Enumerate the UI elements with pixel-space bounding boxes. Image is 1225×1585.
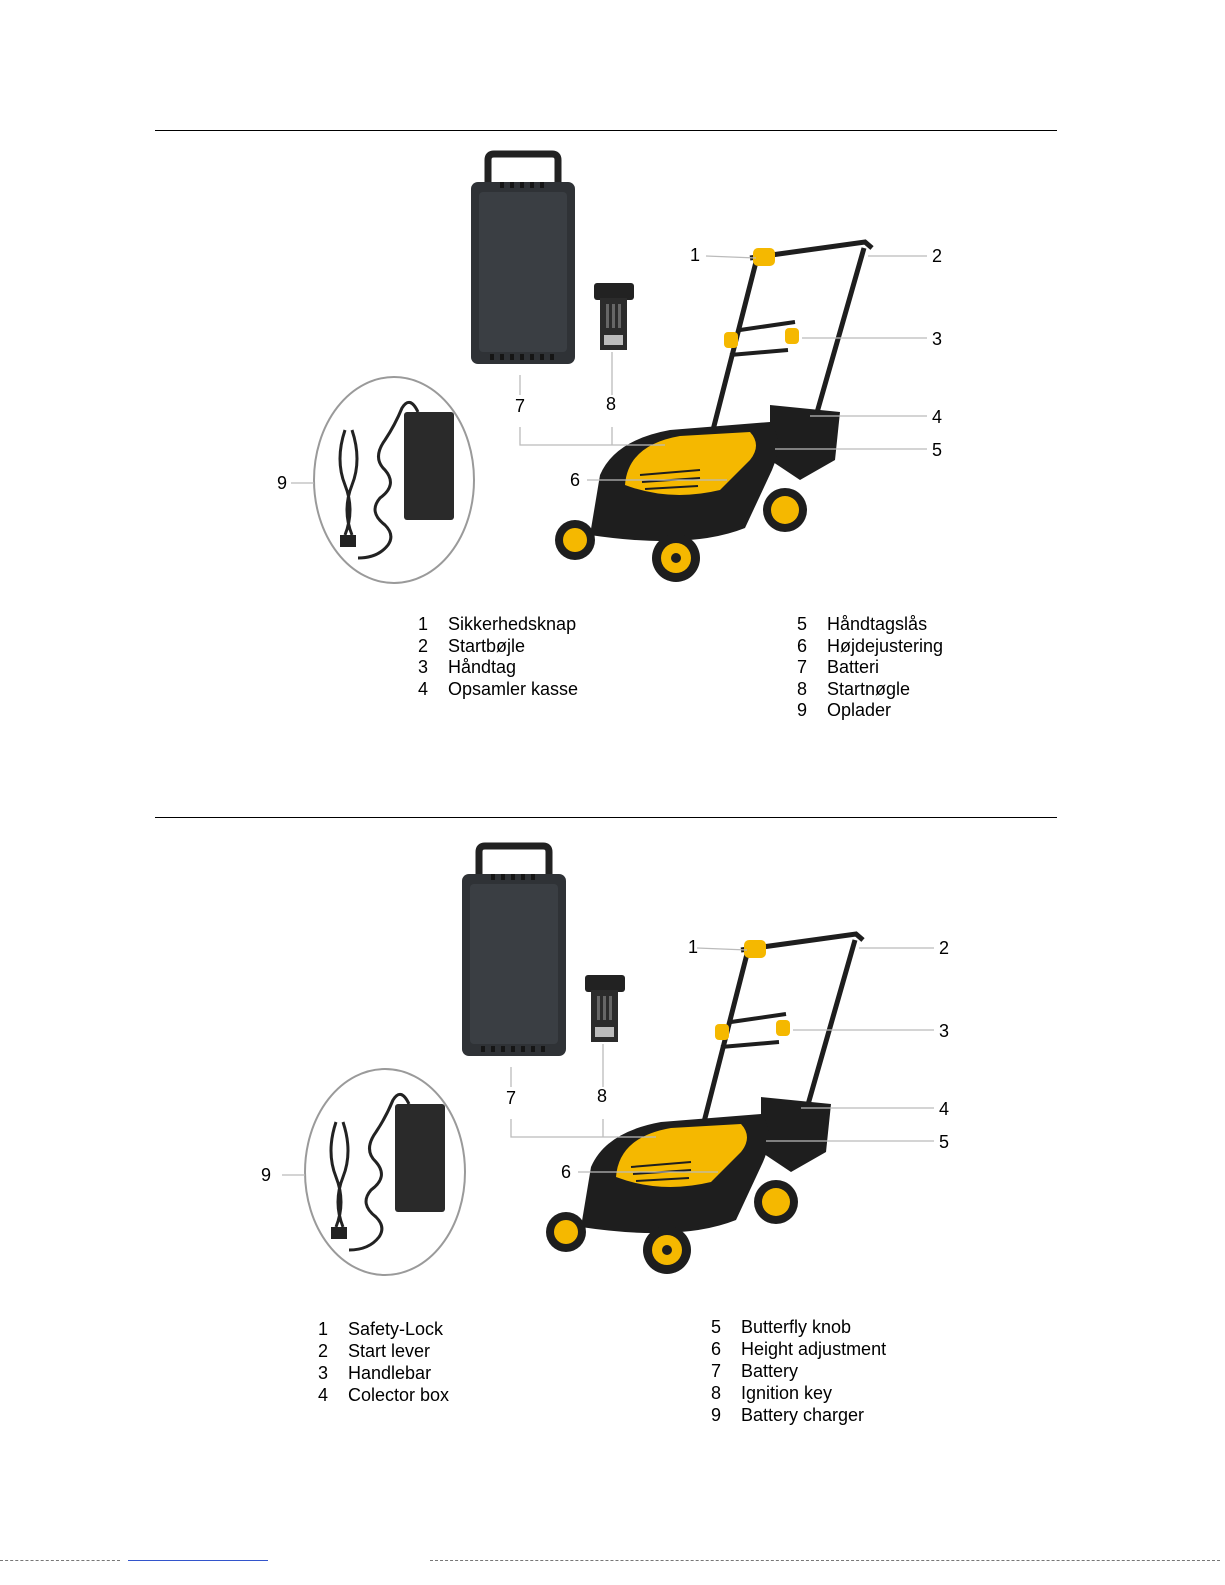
callout-6: 6: [570, 470, 580, 490]
callout-9: 9: [261, 1165, 271, 1185]
section-2-diagram: 1 2 3 4 5 6 7 8 9: [0, 832, 1225, 1312]
callout-1: 1: [690, 245, 700, 265]
charger-icon: [314, 377, 474, 583]
ignition-key-icon: [594, 283, 634, 350]
callout-8: 8: [597, 1086, 607, 1106]
callout-5: 5: [932, 440, 942, 460]
charger-icon: [305, 1069, 465, 1275]
footer-rule-left: [0, 1560, 120, 1561]
section-1-diagram: 1 2 3 4 5 6 7 8 9: [0, 140, 1225, 620]
callout-2: 2: [932, 246, 942, 266]
battery-pack-icon: [462, 846, 566, 1056]
callout-5: 5: [939, 1132, 949, 1152]
callout-7: 7: [515, 396, 525, 416]
callout-3: 3: [932, 329, 942, 349]
footer-rule-link: [128, 1560, 268, 1561]
callout-7: 7: [506, 1088, 516, 1108]
callout-6: 6: [561, 1162, 571, 1182]
callout-1: 1: [688, 937, 698, 957]
ignition-key-icon: [585, 975, 625, 1042]
callout-2: 2: [939, 938, 949, 958]
footer-rule-right: [430, 1560, 1220, 1561]
callout-3: 3: [939, 1021, 949, 1041]
battery-pack-icon: [471, 154, 575, 364]
callout-9: 9: [277, 473, 287, 493]
section-2-top-rule: [155, 817, 1057, 818]
callout-4: 4: [939, 1099, 949, 1119]
section-1-top-rule: [155, 130, 1057, 131]
callout-4: 4: [932, 407, 942, 427]
callout-8: 8: [606, 394, 616, 414]
